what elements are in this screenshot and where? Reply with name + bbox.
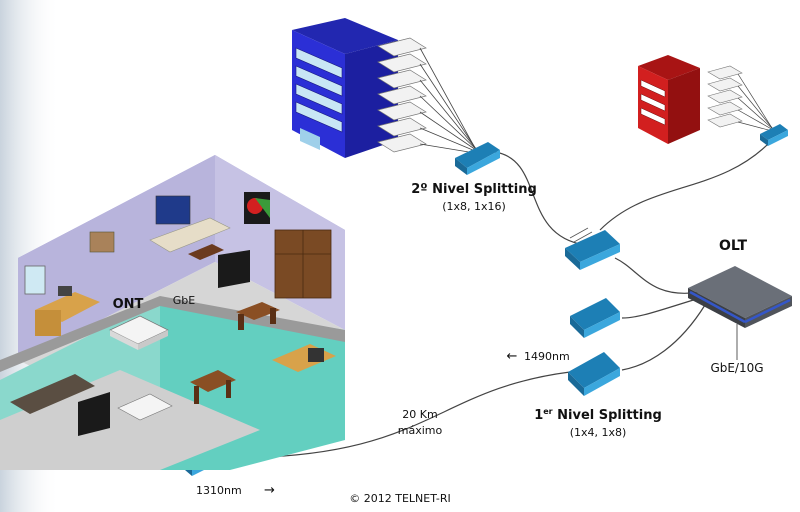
house-cutaway xyxy=(0,155,345,470)
copyright: © 2012 TELNET-RI xyxy=(349,492,451,505)
dining-table-upper xyxy=(236,302,280,320)
splitter-level2-building xyxy=(455,142,500,175)
splitter-top xyxy=(565,227,620,270)
second-level-title: 2º Nivel Splitting xyxy=(411,182,537,197)
splitter-middle xyxy=(570,298,620,338)
painting-left xyxy=(89,231,115,253)
small-building-top xyxy=(638,55,700,80)
second-level-ratios: (1x8, 1x16) xyxy=(442,200,506,213)
coffee-table xyxy=(188,244,224,260)
small-building xyxy=(638,55,777,144)
olt-stripe xyxy=(689,290,746,324)
olt-label: OLT xyxy=(719,238,748,254)
large-building-entrance xyxy=(300,128,320,150)
painting-starry xyxy=(155,195,191,225)
large-building-top xyxy=(292,18,398,54)
first-level-ratios: (1x4, 1x8) xyxy=(570,426,627,439)
dining-table-lower xyxy=(190,370,236,392)
lower-furniture xyxy=(10,344,336,436)
olt-device xyxy=(688,266,792,328)
ont-interface-label: GbE xyxy=(173,294,196,307)
upstream-label: 1310nm xyxy=(196,484,242,497)
ont-label: ONT xyxy=(113,297,144,312)
tv-upper xyxy=(218,250,250,288)
fiber-splitter-to-small-building xyxy=(599,139,773,231)
first-level-prefix: 1 xyxy=(534,408,543,423)
first-level-rest: Nivel Splitting xyxy=(553,408,662,423)
downstream-label: 1490nm xyxy=(524,350,570,363)
fiber-olt-to-splitter-top xyxy=(614,257,701,294)
large-building-windows xyxy=(295,47,343,133)
large-building-rack xyxy=(377,37,427,153)
first-level-title: 1er Nivel Splitting xyxy=(534,407,662,423)
sofa-lower xyxy=(10,374,95,414)
splitter-small-building xyxy=(760,124,788,146)
small-building-right xyxy=(668,68,700,144)
window xyxy=(24,265,46,295)
distance-note: máximo xyxy=(398,424,443,437)
tv-lower xyxy=(78,392,110,436)
large-building xyxy=(292,18,482,158)
labels: 2º Nivel Splitting (1x8, 1x16) OLT GbE/1… xyxy=(113,182,764,505)
small-building-rack xyxy=(707,65,743,128)
ont-device xyxy=(109,315,169,350)
printer xyxy=(58,286,72,296)
ont-lower xyxy=(117,393,173,421)
fiber-splitter-to-ont xyxy=(219,371,571,459)
olt-interface-label: GbE/10G xyxy=(710,361,763,375)
upper-furniture xyxy=(24,192,332,336)
large-building-fibers xyxy=(419,47,482,155)
splitter-level1 xyxy=(568,352,620,396)
sofa xyxy=(149,217,231,253)
distance-value: 20 Km xyxy=(402,408,437,421)
fiber-olt-to-splitter-bottom xyxy=(621,304,706,371)
fiber-splitter-to-level2 xyxy=(494,151,586,246)
upstream-arrow-icon: → xyxy=(264,483,275,498)
olt-top xyxy=(688,266,792,318)
first-level-sup: er xyxy=(543,407,552,416)
small-building-windows xyxy=(640,79,666,126)
small-building-fibers xyxy=(737,73,777,133)
downstream-arrow-icon: ← xyxy=(507,349,518,364)
fiber-olt-to-splitter-mid xyxy=(621,297,701,319)
